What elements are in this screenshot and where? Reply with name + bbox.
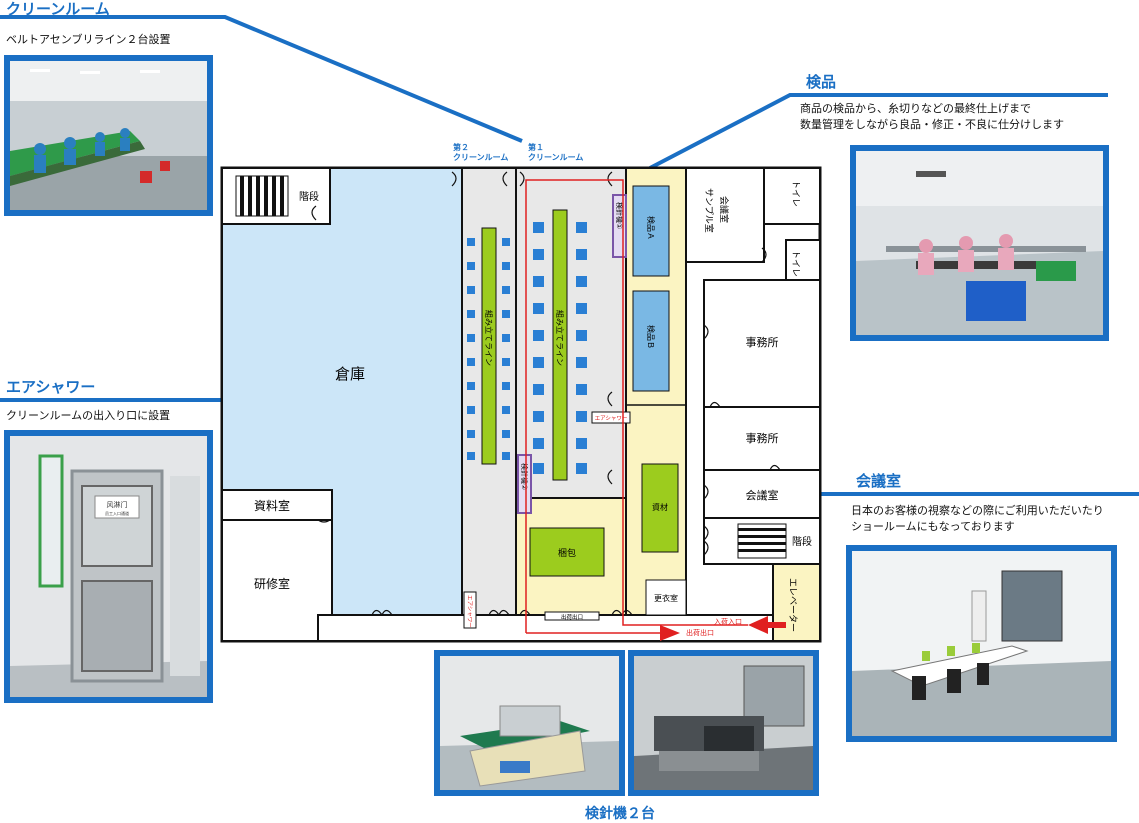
cleanroom-desc: ベルトアセンブリライン２台設置 [6, 33, 171, 46]
inspection-connector [649, 93, 1108, 170]
inspect-a-label: 検品Ａ [646, 216, 656, 240]
needle-title: 検針機２台 [585, 806, 655, 822]
meeting-sample-label: 会議室 [718, 196, 730, 223]
locker-room [645, 579, 687, 616]
entry-arrow [748, 616, 768, 634]
cleanroom-title: クリーンルーム [6, 0, 110, 18]
flow-path [525, 179, 748, 639]
airshower-1 [591, 411, 631, 424]
workstations-cr2 [467, 238, 510, 460]
assembly-line-2 [481, 227, 497, 465]
doc-room-label: 資料室 [254, 498, 290, 513]
office2-label: 事務所 [746, 431, 779, 445]
office1-label: 事務所 [746, 335, 779, 349]
meeting-room [703, 469, 821, 519]
inspection-desc-1: 商品の検品から、糸切りなどの最終仕上げまで [800, 102, 1031, 115]
office-2 [703, 406, 821, 471]
stairs-icon [235, 175, 289, 217]
packing-table [529, 527, 605, 577]
cleanroom-connector [0, 15, 523, 143]
inspection-desc-2: 数量管理をしながら良品・修正・不良に仕分けします [800, 118, 1064, 131]
meeting-photo [846, 545, 1117, 742]
airshower-sign-text: 风淋门 [107, 500, 128, 509]
ship-exit-gate-label: 出荷出口 [561, 613, 583, 621]
packing-label: 梱包 [558, 547, 576, 559]
exit-arrow [660, 625, 680, 641]
cleanroom1-area [515, 167, 627, 499]
needle-detector-photo-1 [434, 650, 625, 796]
inspection-photo [850, 145, 1109, 341]
inspect-a-table [632, 185, 670, 277]
office-1 [703, 279, 821, 408]
airshower-desc: クリーンルームの出入り口に設置 [6, 409, 171, 422]
needle1-label: 検針機① [615, 202, 624, 229]
airshower-photo: 风淋门 员工入口通道 [4, 430, 213, 703]
cleanroom-photo [4, 55, 213, 216]
cleanroom2-name: クリーンルーム [453, 152, 508, 162]
meeting-room-label: 会議室 [746, 488, 779, 502]
ship-exit-gate [544, 611, 600, 621]
warehouse-label: 倉庫 [335, 365, 365, 383]
entry-label: 入荷入口 [714, 617, 742, 626]
exit-label: 出荷出口 [686, 628, 714, 637]
toilet1-label: トイレ [790, 180, 800, 207]
cleanroom1-num: 第１ [528, 142, 544, 152]
inspect-b-table [632, 290, 670, 392]
airshower-2 [463, 591, 477, 629]
meeting-desc-2: ショールームにもなっております [851, 520, 1015, 533]
material-table [641, 463, 679, 553]
assembly-line-1 [552, 209, 568, 481]
locker-label: 更衣室 [654, 593, 678, 603]
inspect-b-label: 検品Ｂ [646, 325, 656, 349]
door-symbols [311, 171, 781, 616]
line2-label: 組み立てライン [484, 310, 494, 366]
toilet-1 [763, 167, 821, 225]
elevator-label: エレベーター [787, 578, 798, 632]
line1-label: 組み立てライン [555, 310, 565, 366]
airshower-title: エアシャワー [6, 378, 96, 396]
inspection-title: 検品 [806, 73, 837, 91]
material-label: 資材 [652, 502, 668, 512]
stairs-label: 階段 [299, 190, 319, 203]
cleanroom2-num: 第２ [453, 142, 469, 152]
needle2-label: 検針機② [520, 463, 529, 490]
meeting-title: 会議室 [856, 472, 902, 490]
needle-detector-2 [517, 454, 532, 514]
stairs2-icon [737, 523, 787, 559]
meeting-sample-room [685, 167, 765, 263]
airshower1-label: エアシャワー [595, 415, 628, 422]
training-label: 研修室 [254, 576, 290, 591]
sample-room-label: サンプル室 [703, 188, 715, 233]
cleanroom1-name: クリーンルーム [528, 152, 583, 162]
elevator [772, 563, 821, 642]
stairs2-label: 階段 [792, 535, 812, 548]
needle-detector-photo-2 [628, 650, 819, 796]
toilet2-label: トイレ [790, 250, 800, 277]
workstations-cr1 [533, 222, 587, 474]
meeting-desc-1: 日本のお客様の視察などの際にご利用いただいたり [851, 504, 1104, 517]
airshower2-label: エアシャワー [466, 595, 473, 628]
training-room [221, 519, 333, 642]
airshower-sign-subtext: 员工入口通道 [105, 510, 129, 516]
